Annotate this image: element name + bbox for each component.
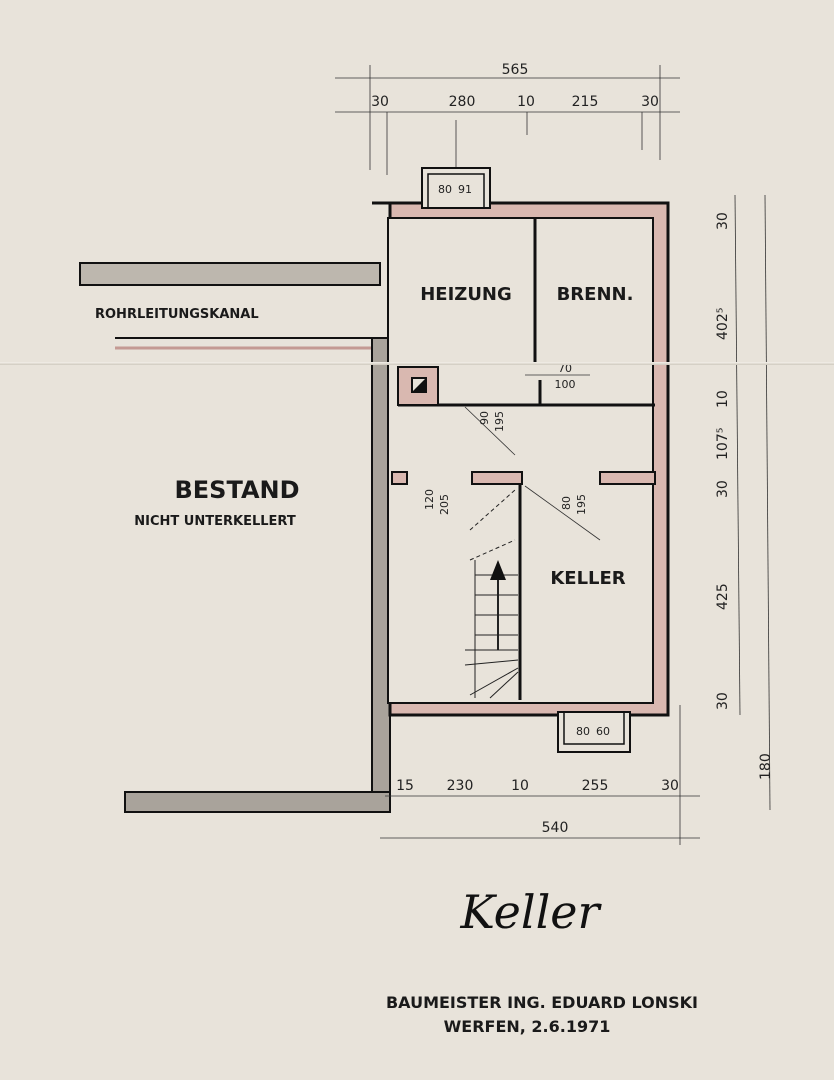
dim-top-2: 280	[449, 94, 476, 110]
dim-bottom-3: 10	[511, 778, 529, 794]
window-top-h: 91	[458, 183, 472, 196]
dim-bottom-2: 230	[447, 778, 474, 794]
label-nicht-unterkellert: NICHT UNTERKELLERT	[134, 514, 296, 529]
dim-bottom-1: 15	[396, 778, 414, 794]
door-brenn-h: 100	[555, 378, 576, 391]
architect-name: BAUMEISTER ING. EDUARD LONSKI	[386, 993, 698, 1012]
dim-bottom-5: 30	[661, 778, 679, 794]
drawing-title: Keller	[460, 885, 603, 939]
room-heizung: HEIZUNG	[420, 284, 512, 305]
window-bottom-h: 60	[596, 725, 610, 738]
door-keller-w: 80	[560, 496, 573, 510]
dim-right-8: 180	[758, 753, 774, 780]
dim-top-3: 10	[517, 94, 535, 110]
dim-top-5: 30	[641, 94, 659, 110]
label-rohrleitungskanal: ROHRLEITUNGSKANAL	[95, 307, 259, 322]
dim-bottom-total: 540	[542, 820, 569, 836]
room-brenn: BRENN.	[557, 284, 634, 305]
window-wells: 80 91 80 60	[421, 167, 631, 753]
staircase	[464, 489, 519, 699]
pipe-channel: ROHRLEITUNGSKANAL	[79, 262, 381, 350]
building-walls	[372, 201, 670, 717]
window-top-w: 80	[438, 183, 452, 196]
top-dimensions: 565 30 280 10 215 30	[335, 62, 680, 250]
dim-right-1: 30	[715, 212, 731, 230]
dim-top-4: 215	[572, 94, 599, 110]
place-date: WERFEN, 2.6.1971	[444, 1017, 611, 1036]
door-labels: 70 100 90 195 120 205 80 195	[423, 362, 601, 541]
door-corridor-w: 90	[478, 411, 491, 425]
bottom-dimensions: 15 230 10 255 30 540	[380, 705, 700, 845]
door-keller-h: 195	[575, 494, 588, 515]
dim-right-3: 10	[715, 390, 731, 408]
stair-arrow-icon	[490, 560, 506, 580]
room-keller: KELLER	[550, 568, 625, 589]
dim-right-6: 425	[715, 583, 731, 610]
right-dimensions: 30 402⁵ 10 107⁵ 30 425 30 180	[715, 194, 774, 811]
door-brenn-w: 70	[558, 362, 572, 375]
door-stair-h: 205	[438, 494, 451, 515]
dim-right-7: 30	[715, 692, 731, 710]
dim-right-5: 30	[715, 480, 731, 498]
paper-fold	[0, 362, 834, 365]
door-corridor-h: 195	[493, 411, 506, 432]
dim-bottom-4: 255	[582, 778, 609, 794]
dim-top-total: 565	[502, 62, 529, 78]
dim-right-2: 402⁵	[715, 308, 731, 340]
dim-right-4: 107⁵	[715, 428, 731, 460]
door-stair-w: 120	[423, 489, 436, 510]
existing-wall: BESTAND NICHT UNTERKELLERT	[124, 337, 391, 813]
dim-top-1: 30	[371, 94, 389, 110]
window-bottom-w: 80	[576, 725, 590, 738]
label-bestand: BESTAND	[174, 476, 299, 504]
